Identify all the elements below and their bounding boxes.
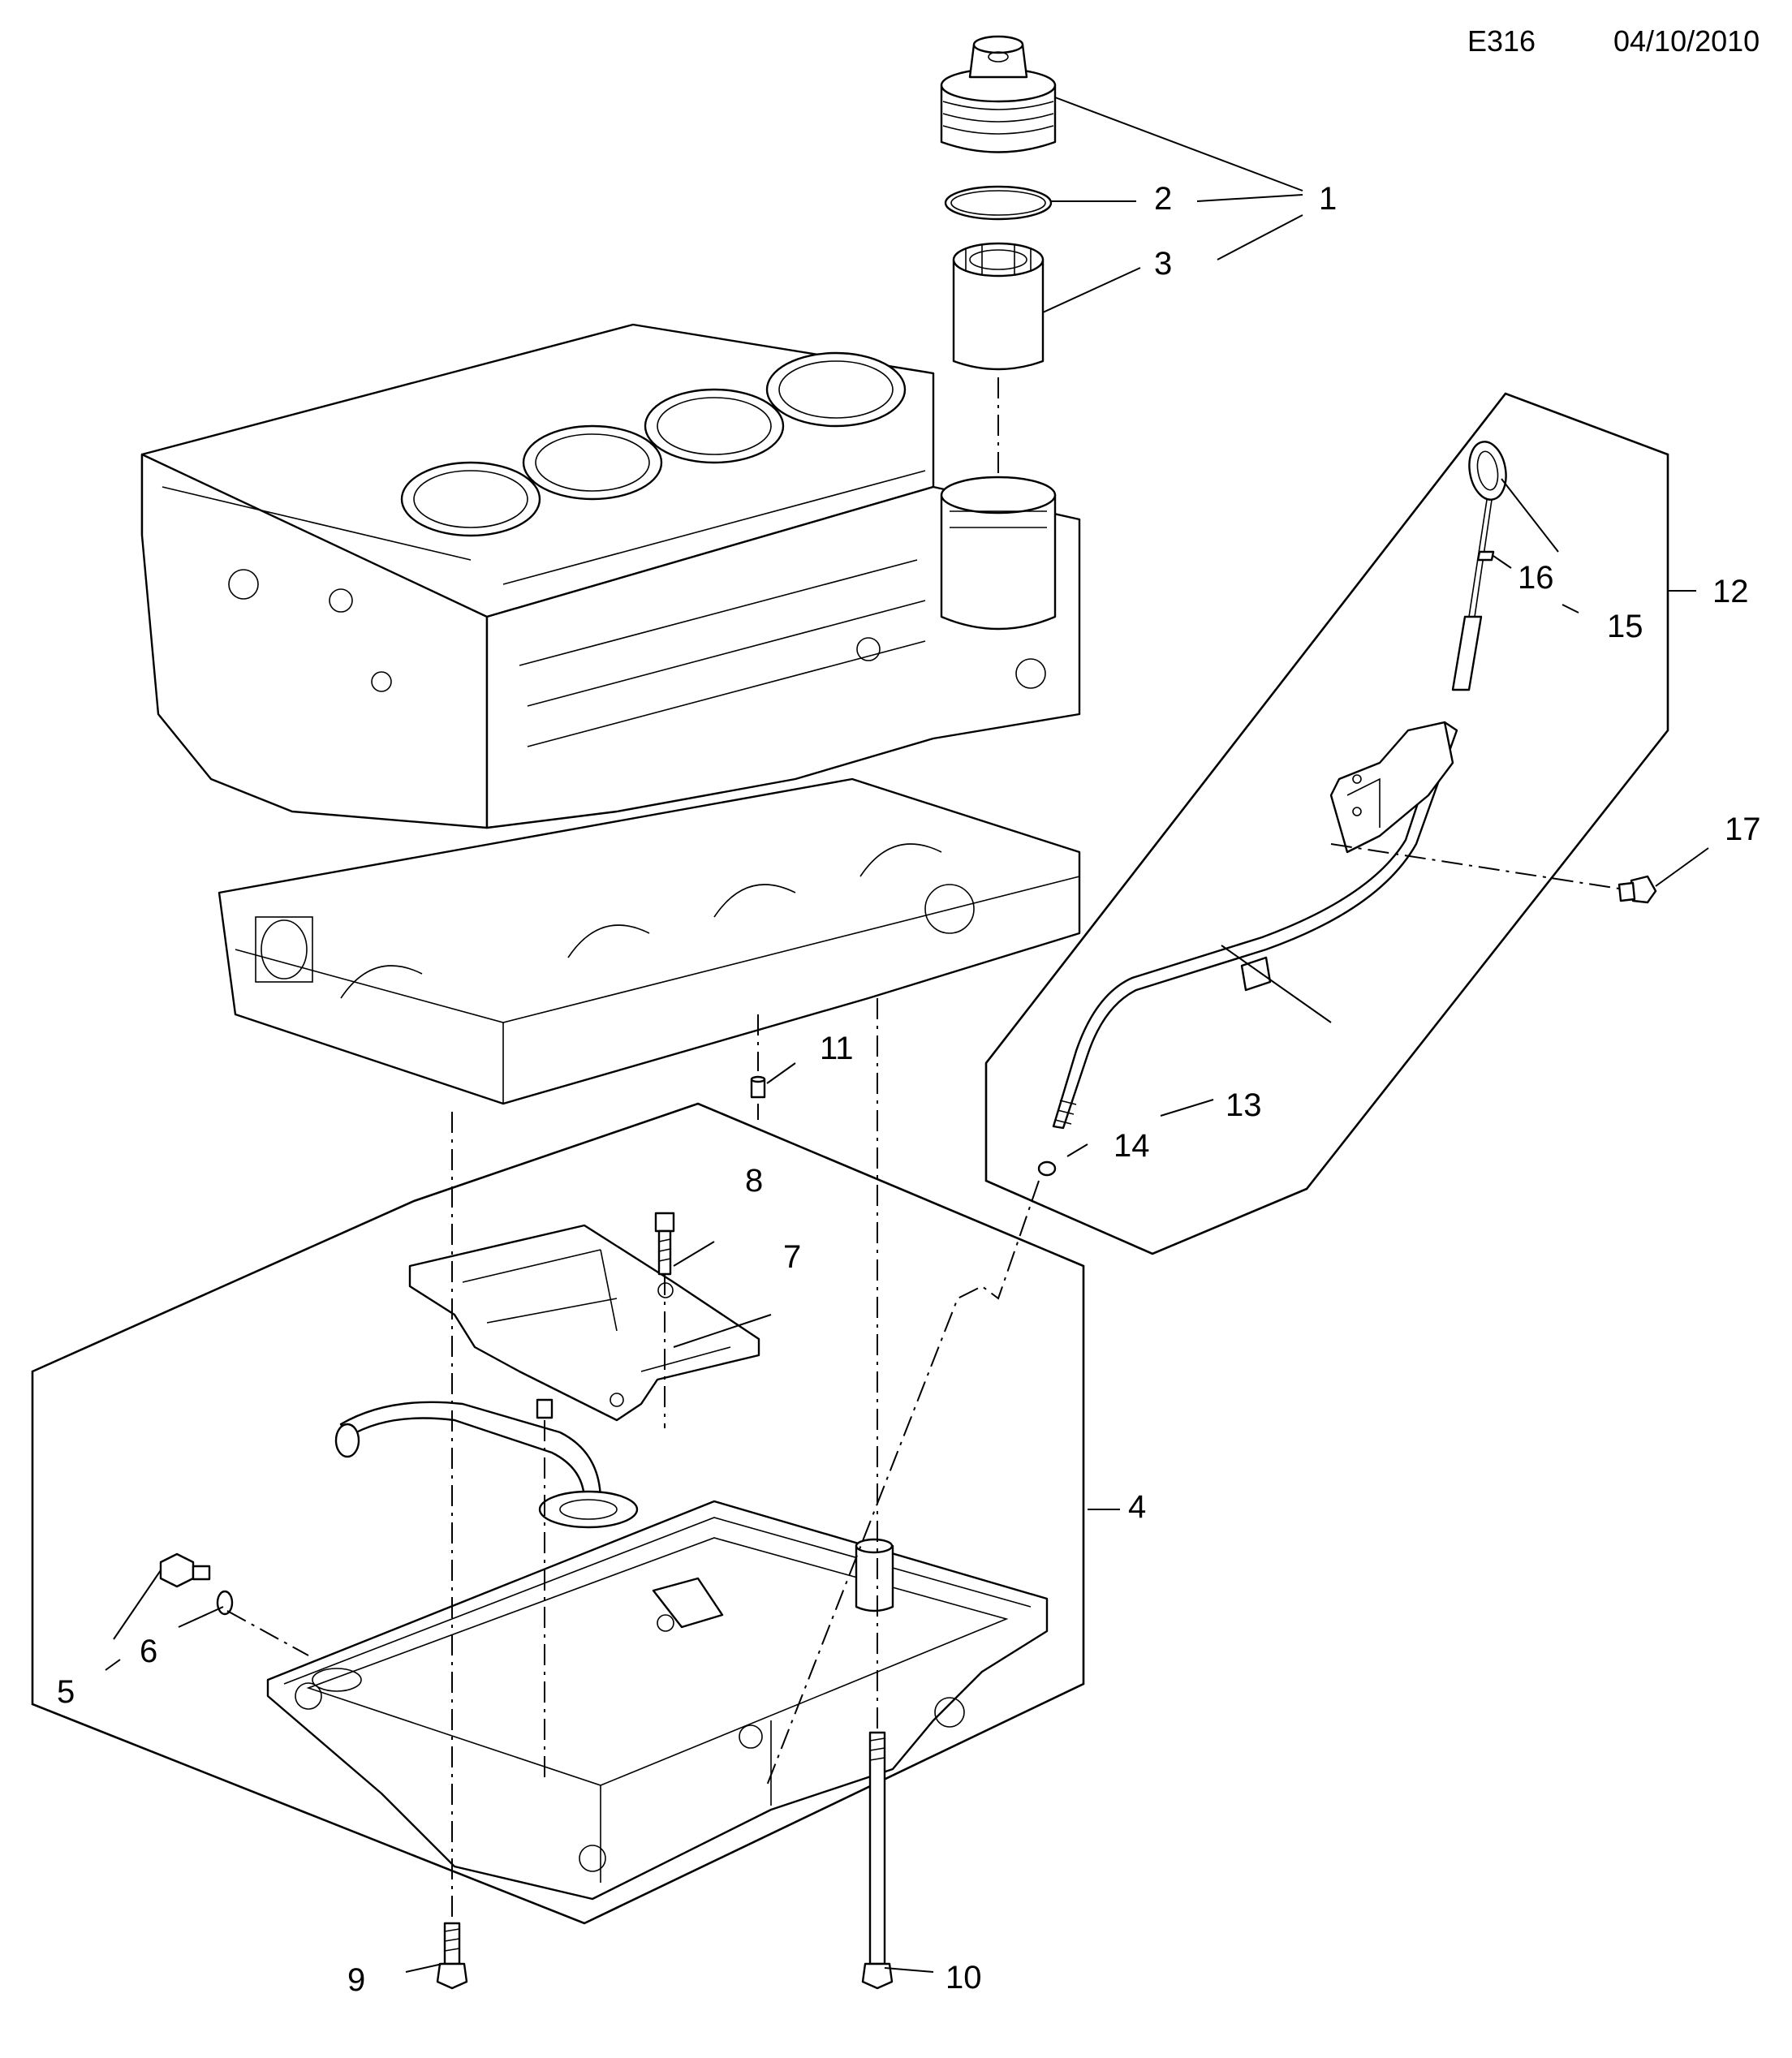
axis-bracket-bolt [1330, 843, 1620, 889]
dipstick-seal [1476, 550, 1495, 562]
callout-6: 6 [140, 1634, 157, 1669]
callout-16: 16 [1518, 560, 1554, 596]
callout-2: 2 [1154, 181, 1172, 217]
callout-12: 12 [1712, 574, 1749, 609]
callout-11: 11 [820, 1031, 854, 1066]
engine-block [140, 323, 1081, 1105]
oil-pan-group-frame [31, 1102, 1085, 1925]
callout-10: 10 [946, 1960, 982, 1996]
drain-plug [159, 1552, 211, 1588]
callout-8: 8 [745, 1163, 763, 1199]
drain-plug-washer [216, 1590, 234, 1616]
oil-dipstick [1451, 441, 1507, 691]
dowel-pin [750, 1075, 766, 1099]
callout-9: 9 [347, 1962, 365, 1998]
callout-17: 17 [1725, 812, 1761, 847]
callout-4: 4 [1128, 1489, 1146, 1525]
oil-baffle-plate [408, 1224, 760, 1422]
axis-drain-plug [226, 1610, 309, 1656]
dipstick-tube [1052, 721, 1458, 1130]
callout-14: 14 [1114, 1128, 1150, 1164]
axis-dipstick-tube [766, 1180, 1040, 1786]
diagram-code: E316 [1467, 24, 1536, 58]
dipstick-group-frame [984, 392, 1669, 1255]
diagram-date: 04/10/2010 [1613, 24, 1760, 58]
oil-pickup-tube [334, 1398, 639, 1529]
callout-7: 7 [783, 1239, 801, 1275]
callout-1: 1 [1319, 181, 1337, 217]
callout-13: 13 [1226, 1087, 1262, 1123]
callout-5: 5 [57, 1674, 75, 1710]
oil-pan [266, 1500, 1049, 1901]
oil-filter-cap [940, 35, 1057, 153]
dipstick-tube-o-ring [1037, 1160, 1057, 1177]
baffle-bolt [654, 1212, 675, 1276]
callout-15: 15 [1607, 609, 1643, 644]
dipstick-bracket-bolt [1618, 875, 1657, 904]
o-ring-seal [944, 185, 1053, 221]
oil-pan-bolt-long [861, 1731, 894, 1990]
callout-3: 3 [1154, 246, 1172, 282]
leader-lines [105, 97, 1709, 1973]
oil-filter-element [952, 242, 1045, 371]
oil-pan-bolt-short [436, 1922, 468, 1990]
